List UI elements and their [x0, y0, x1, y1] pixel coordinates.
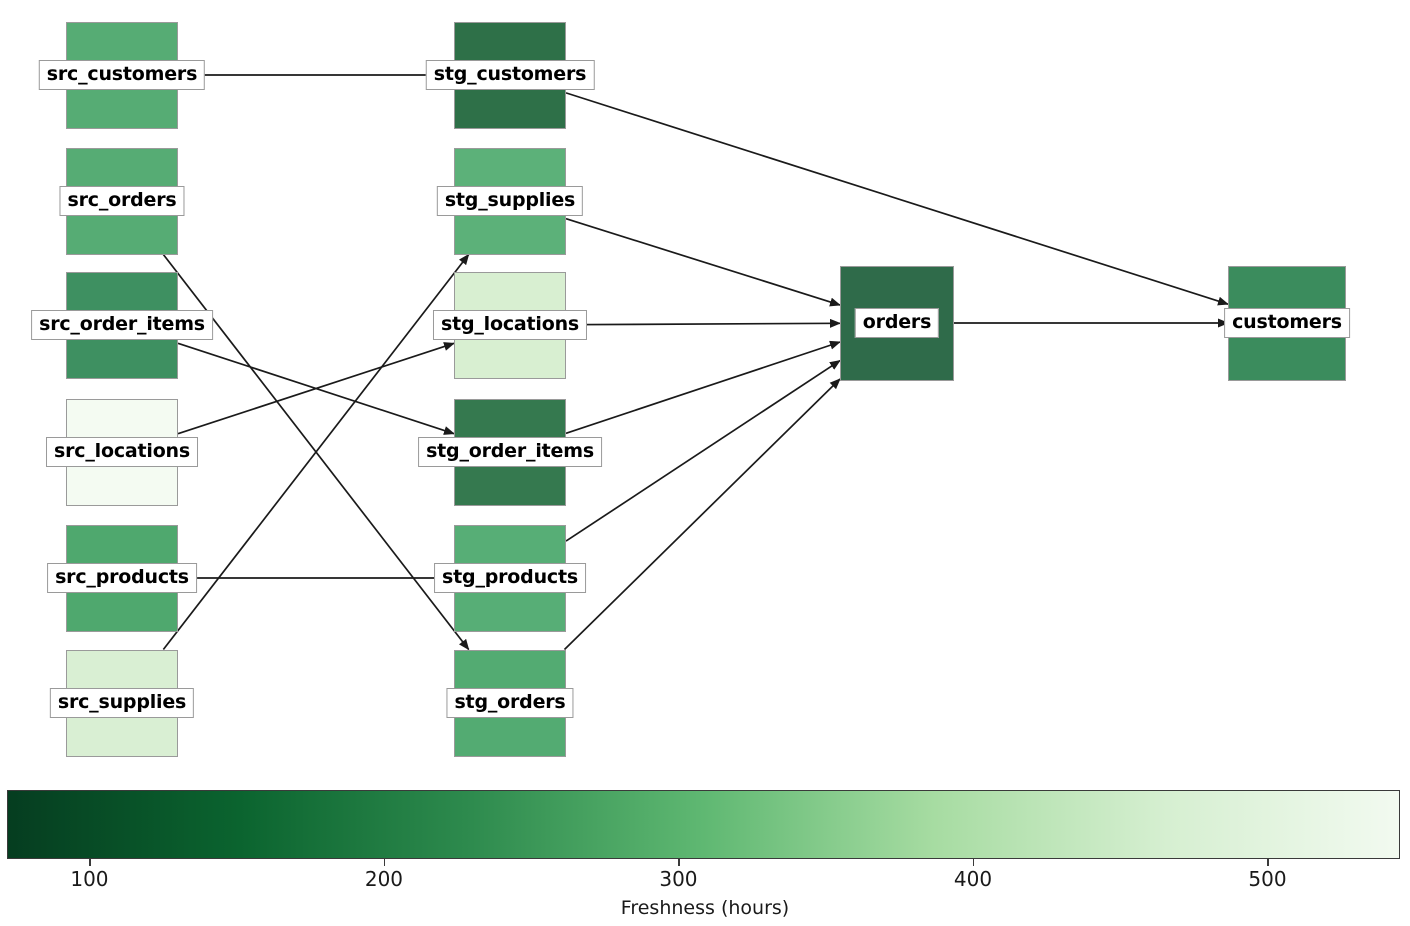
- node-label-src_supplies: src_supplies: [49, 688, 195, 718]
- node-label-src_orders: src_orders: [59, 186, 185, 216]
- edge-stg_locations-to-orders: [565, 318, 841, 328]
- edge-stg_supplies-to-orders: [565, 217, 841, 307]
- colorbar-axis-label: Freshness (hours): [620, 897, 790, 919]
- colorbar-tick-500: [1267, 859, 1269, 866]
- edge-stg_products-to-orders: [565, 359, 841, 542]
- colorbar-gradient: [7, 790, 1400, 859]
- colorbar-tick-label-500: 500: [1248, 867, 1287, 891]
- edge-stg_order_items-to-orders: [565, 340, 841, 435]
- colorbar-tick-label-100: 100: [70, 867, 109, 891]
- colorbar-tick-400: [972, 859, 975, 866]
- colorbar-tick-label-200: 200: [364, 867, 404, 891]
- edge-layer: [162, 74, 1229, 651]
- edge-stg_orders-to-orders: [563, 378, 841, 651]
- node-label-customers: customers: [1224, 308, 1350, 338]
- colorbar-tick-300: [678, 859, 680, 866]
- node-label-stg_orders: stg_orders: [446, 688, 574, 718]
- colorbar-tick-label-400: 400: [953, 867, 993, 891]
- edge-src_order_items-to-stg_order_items: [177, 342, 455, 435]
- colorbar-tick-label-300: 300: [659, 867, 698, 891]
- edge-paths: [162, 74, 1229, 651]
- node-label-src_customers: src_customers: [38, 60, 206, 90]
- edge-src_locations-to-stg_locations: [177, 342, 455, 435]
- colorbar-tick-200: [383, 859, 386, 866]
- node-label-stg_supplies: stg_supplies: [436, 186, 584, 216]
- node-label-orders: orders: [854, 308, 940, 338]
- colorbar-tick-100: [89, 859, 91, 866]
- colorbar: 100 200 300 400 500 Freshness (hours): [0, 775, 1410, 926]
- node-label-stg_customers: stg_customers: [425, 60, 595, 90]
- node-label-stg_products: stg_products: [434, 563, 586, 593]
- node-label-stg_order_items: stg_order_items: [418, 437, 602, 467]
- node-label-src_products: src_products: [47, 563, 197, 593]
- node-label-src_locations: src_locations: [46, 437, 198, 467]
- node-label-src_order_items: src_order_items: [31, 310, 213, 340]
- node-label-stg_locations: stg_locations: [432, 310, 588, 340]
